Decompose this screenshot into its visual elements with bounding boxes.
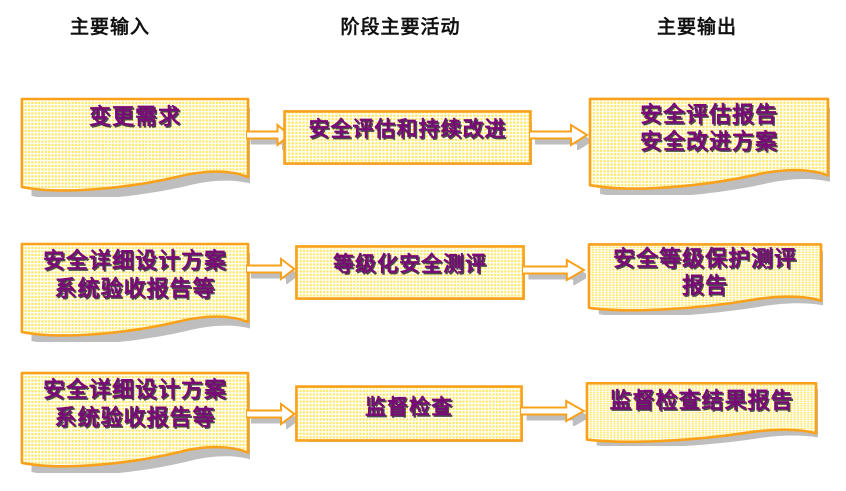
input-doc-label-row3: 安全详细设计方案 系统验收报告等 — [42, 377, 227, 430]
flow-arrow-icon — [529, 124, 589, 150]
flow-arrow-icon — [246, 258, 296, 284]
activity-box-label-row1: 安全评估和持续改进 — [308, 118, 507, 141]
column-header-input: 主要输入 — [69, 17, 150, 38]
column-header-output: 主要输出 — [656, 17, 737, 38]
flow-arrow-icon — [522, 258, 586, 285]
flow-arrow-icon — [246, 403, 296, 429]
input-doc-label-row1: 变更需求 — [88, 104, 181, 129]
output-doc-label-row3: 监督检查结果报告 — [609, 388, 794, 413]
flow-arrow-icon — [520, 399, 586, 426]
input-doc-label-row2: 安全详细设计方案 系统验收报告等 — [42, 248, 227, 301]
output-doc-label-row1: 安全评估报告 安全改进方案 — [639, 102, 778, 154]
activity-box-label-row2: 等级化安全测评 — [333, 253, 487, 276]
column-header-activity: 阶段主要活动 — [340, 17, 461, 38]
output-doc-label-row2: 安全等级保护测评 报告 — [612, 246, 797, 298]
activity-box-label-row3: 监督检查 — [365, 396, 453, 419]
